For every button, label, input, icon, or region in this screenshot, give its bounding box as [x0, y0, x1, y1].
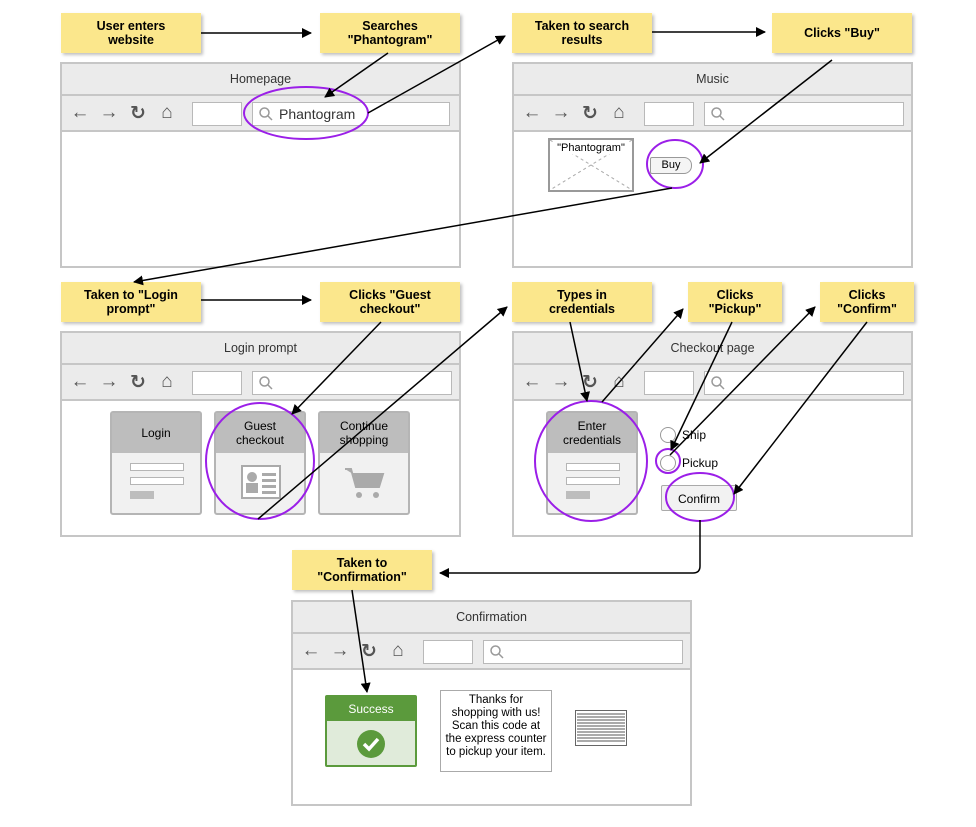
login-submit[interactable] [130, 491, 154, 499]
home-icon[interactable]: ⌂ [161, 371, 173, 392]
url-field[interactable] [644, 371, 694, 395]
reload-icon[interactable]: ↻ [130, 102, 146, 124]
back-arrow-icon[interactable]: ← [301, 640, 321, 661]
home-icon[interactable]: ⌂ [161, 102, 173, 123]
search-icon [711, 376, 725, 390]
note-types-credentials: Types in credentials [512, 282, 652, 322]
browser-toolbar: ← → ↻ ⌂ [293, 634, 690, 670]
note-clicks-confirm: Clicks "Confirm" [820, 282, 914, 322]
browser-toolbar: ← → ↻ ⌂ [62, 365, 459, 401]
credential-field[interactable] [566, 463, 620, 471]
enter-credentials-title: Enter credentials [548, 413, 636, 453]
window-title: Homepage [62, 64, 459, 96]
reload-icon[interactable]: ↻ [582, 102, 598, 124]
search-input[interactable] [252, 371, 452, 395]
forward-arrow-icon[interactable]: → [551, 102, 571, 123]
note-clicks-guest: Clicks "Guest checkout" [320, 282, 460, 322]
search-icon [259, 376, 273, 390]
reload-icon[interactable]: ↻ [582, 371, 598, 393]
note-clicks-buy: Clicks "Buy" [772, 13, 912, 53]
home-icon[interactable]: ⌂ [613, 102, 625, 123]
forward-arrow-icon[interactable]: → [99, 102, 119, 123]
note-clicks-pickup: Clicks "Pickup" [688, 282, 782, 322]
login-prompt-window: Login prompt ← → ↻ ⌂ Login Guest checkou… [60, 331, 461, 537]
thanks-message: Thanks for shopping with us! Scan this c… [440, 690, 552, 772]
note-searches: Searches "Phantogram" [320, 13, 460, 53]
success-card: Success [325, 695, 417, 767]
credential-submit[interactable] [566, 491, 590, 499]
note-taken-to-login: Taken to "Login prompt" [61, 282, 201, 322]
album-image-label: "Phantogram" [550, 142, 632, 154]
continue-shopping-card[interactable]: Continue shopping [318, 411, 410, 515]
login-card-title: Login [112, 413, 200, 453]
pickup-radio[interactable] [660, 455, 676, 471]
reload-icon[interactable]: ↻ [130, 371, 146, 393]
continue-shopping-title: Continue shopping [320, 413, 408, 453]
url-field[interactable] [644, 102, 694, 126]
confirmation-window: Confirmation ← → ↻ ⌂ Success Thanks for … [291, 600, 692, 806]
reload-icon[interactable]: ↻ [361, 640, 377, 662]
barcode-icon [575, 710, 627, 746]
back-arrow-icon[interactable]: ← [522, 371, 542, 392]
window-title: Confirmation [293, 602, 690, 634]
guest-checkout-title: Guest checkout [216, 413, 304, 453]
ship-radio[interactable] [660, 427, 676, 443]
forward-arrow-icon[interactable]: → [330, 640, 350, 661]
enter-credentials-card[interactable]: Enter credentials [546, 411, 638, 515]
checkmark-icon [357, 730, 385, 758]
search-icon [711, 107, 725, 121]
home-icon[interactable]: ⌂ [613, 371, 625, 392]
pickup-label: Pickup [682, 456, 719, 470]
username-field[interactable] [130, 463, 184, 471]
browser-toolbar: ← → ↻ ⌂ [514, 365, 911, 401]
browser-toolbar: ← → ↻ ⌂ Phantogram [62, 96, 459, 132]
url-field[interactable] [192, 371, 242, 395]
forward-arrow-icon[interactable]: → [99, 371, 119, 392]
checkout-window: Checkout page ← → ↻ ⌂ Enter credentials … [512, 331, 913, 537]
id-card-icon [241, 465, 281, 499]
credential-field[interactable] [566, 477, 620, 485]
back-arrow-icon[interactable]: ← [70, 102, 90, 123]
confirm-button[interactable]: Confirm [661, 485, 737, 511]
url-field[interactable] [423, 640, 473, 664]
search-input[interactable] [704, 371, 904, 395]
search-icon [259, 107, 273, 121]
ship-label: Ship [682, 428, 707, 442]
back-arrow-icon[interactable]: ← [522, 102, 542, 123]
browser-toolbar: ← → ↻ ⌂ [514, 96, 911, 132]
note-taken-to-confirmation: Taken to "Confirmation" [292, 550, 432, 590]
search-value: Phantogram [279, 106, 356, 122]
forward-arrow-icon[interactable]: → [551, 371, 571, 392]
search-input[interactable]: Phantogram [252, 102, 450, 126]
buy-button[interactable]: Buy [650, 157, 692, 174]
note-user-enters: User enters website [61, 13, 201, 53]
login-card[interactable]: Login [110, 411, 202, 515]
window-title: Checkout page [514, 333, 911, 365]
url-field[interactable] [192, 102, 242, 126]
search-input[interactable] [704, 102, 904, 126]
back-arrow-icon[interactable]: ← [70, 371, 90, 392]
album-image-placeholder[interactable]: "Phantogram" [548, 138, 634, 192]
guest-checkout-card[interactable]: Guest checkout [214, 411, 306, 515]
success-title: Success [327, 697, 415, 721]
music-window: Music ← → ↻ ⌂ "Phantogram" Buy [512, 62, 913, 268]
search-input[interactable] [483, 640, 683, 664]
window-title: Login prompt [62, 333, 459, 365]
password-field[interactable] [130, 477, 184, 485]
home-icon[interactable]: ⌂ [392, 640, 404, 661]
homepage-window: Homepage ← → ↻ ⌂ Phantogram [60, 62, 461, 268]
note-taken-to-search: Taken to search results [512, 13, 652, 53]
search-icon [490, 645, 504, 659]
shopping-cart-icon [345, 468, 385, 498]
window-title: Music [514, 64, 911, 96]
